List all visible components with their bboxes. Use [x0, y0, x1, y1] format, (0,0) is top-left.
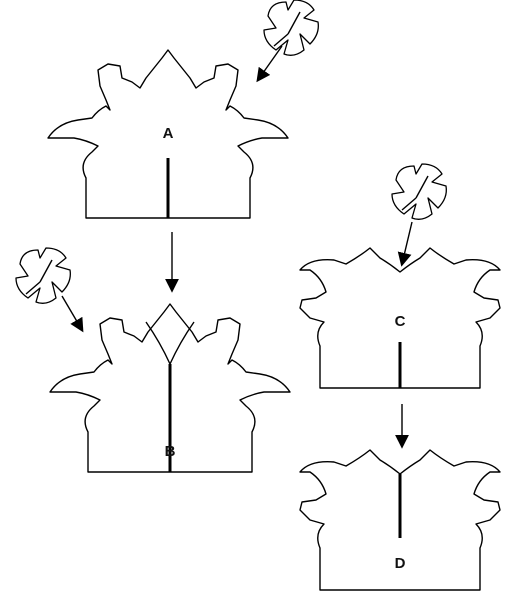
panel-b-label: B — [165, 443, 176, 460]
arrow-leaf-to-a — [256, 45, 283, 83]
panel-c: C — [299, 247, 501, 389]
arrow-leaf-to-b — [61, 295, 84, 333]
panel-a-label: A — [163, 125, 174, 142]
leaf-icon — [263, 0, 320, 57]
panel-d-label: D — [395, 555, 406, 572]
arrow-leaf-to-c — [397, 221, 413, 267]
panel-b: B — [49, 303, 291, 473]
panel-a: A — [47, 49, 289, 219]
panel-c-label: C — [395, 313, 406, 330]
leaf-icon — [15, 247, 72, 305]
panel-d: D — [299, 449, 501, 591]
leaf-icon — [391, 163, 448, 221]
